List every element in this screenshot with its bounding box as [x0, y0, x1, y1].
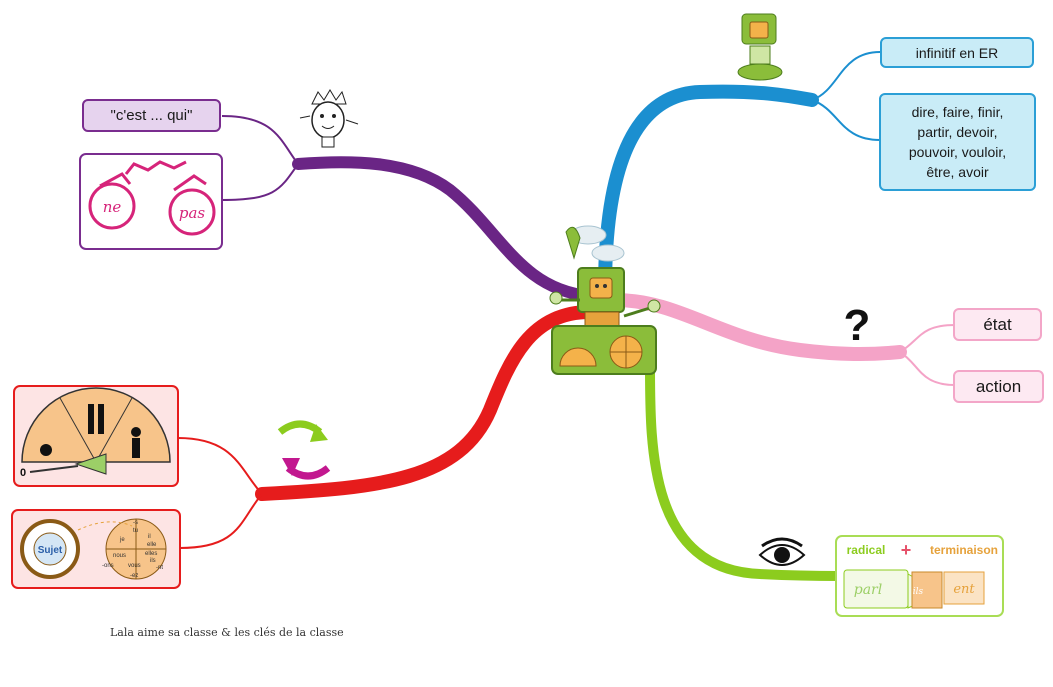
wheel-pronoun-vous: vous	[128, 563, 141, 569]
node-etat[interactable]: état	[953, 308, 1042, 341]
node-action[interactable]: action	[953, 370, 1044, 403]
pink-branch	[608, 293, 907, 362]
verbs-line-3: pouvoir, vouloir,	[908, 144, 1007, 160]
red-sub-connector	[177, 437, 263, 549]
purple-sub-connector	[221, 115, 299, 201]
radical-stem-label: parl	[854, 582, 882, 598]
wheel-pronoun-elles: elles	[145, 551, 157, 557]
node-infinitif-label: infinitif en ER	[915, 44, 999, 61]
subject-wheel-image	[11, 509, 181, 589]
negation-pas-label: pas	[179, 204, 206, 222]
wheel-pronoun-il: il	[148, 534, 151, 540]
radical-label: radical	[847, 543, 886, 557]
radical-terminaison-card	[835, 535, 1004, 617]
wheel-ending-ez: -ez	[130, 573, 138, 579]
cycle-arrows-icon	[277, 420, 331, 480]
blue-sub-connector	[811, 51, 881, 141]
wheel-ending-s: -s	[133, 520, 138, 526]
wheel-pronoun-elle: elle	[147, 542, 157, 548]
radical-pronoun-label: ils	[913, 587, 924, 597]
sujet-label: Sujet	[38, 545, 63, 556]
verbs-line-2: partir, devoir,	[917, 124, 998, 140]
age-gauge-image	[13, 385, 179, 487]
footer-caption: Lala aime sa classe & les clés de la cla…	[110, 626, 344, 639]
node-cest-qui[interactable]: "c'est ... qui"	[82, 99, 221, 132]
wheel-ending-ons: -ons	[102, 563, 114, 569]
gauge-zero-label: 0	[20, 467, 26, 479]
terminaison-label: terminaison	[930, 543, 998, 557]
question-mark-icon: ?	[844, 301, 871, 350]
node-irregular-verbs[interactable]: dire, faire, finir, partir, devoir, pouv…	[879, 93, 1036, 191]
central-robot-image	[549, 225, 661, 375]
wheel-pronoun-je: je	[119, 537, 125, 543]
radical-ending-label: ent	[953, 582, 975, 597]
lightbulb-king-image	[299, 89, 359, 148]
node-infinitif-en-er[interactable]: infinitif en ER	[880, 37, 1034, 68]
node-action-label: action	[975, 376, 1022, 396]
wheel-ending-nt: -nt	[156, 565, 163, 571]
wheel-pronoun-ils: ils	[150, 558, 156, 564]
red-branch	[255, 305, 597, 501]
pink-sub-connector	[899, 324, 956, 386]
negation-ne-label: ne	[103, 198, 122, 216]
wheel-pronoun-nous: nous	[113, 553, 126, 559]
wheel-pronoun-tu: tu	[133, 528, 138, 534]
node-cest-qui-label: "c'est ... qui"	[110, 107, 193, 124]
meditating-robot-image	[737, 13, 783, 81]
blue-branch	[598, 84, 819, 297]
verbs-line-1: dire, faire, finir,	[911, 104, 1004, 120]
plus-label: +	[901, 540, 912, 560]
green-branch	[645, 360, 843, 581]
node-etat-label: état	[983, 314, 1012, 334]
verbs-line-4: être, avoir	[926, 164, 989, 180]
eye-icon	[758, 537, 806, 566]
purple-branch	[292, 156, 596, 302]
negation-handcuffs-image	[79, 153, 223, 250]
